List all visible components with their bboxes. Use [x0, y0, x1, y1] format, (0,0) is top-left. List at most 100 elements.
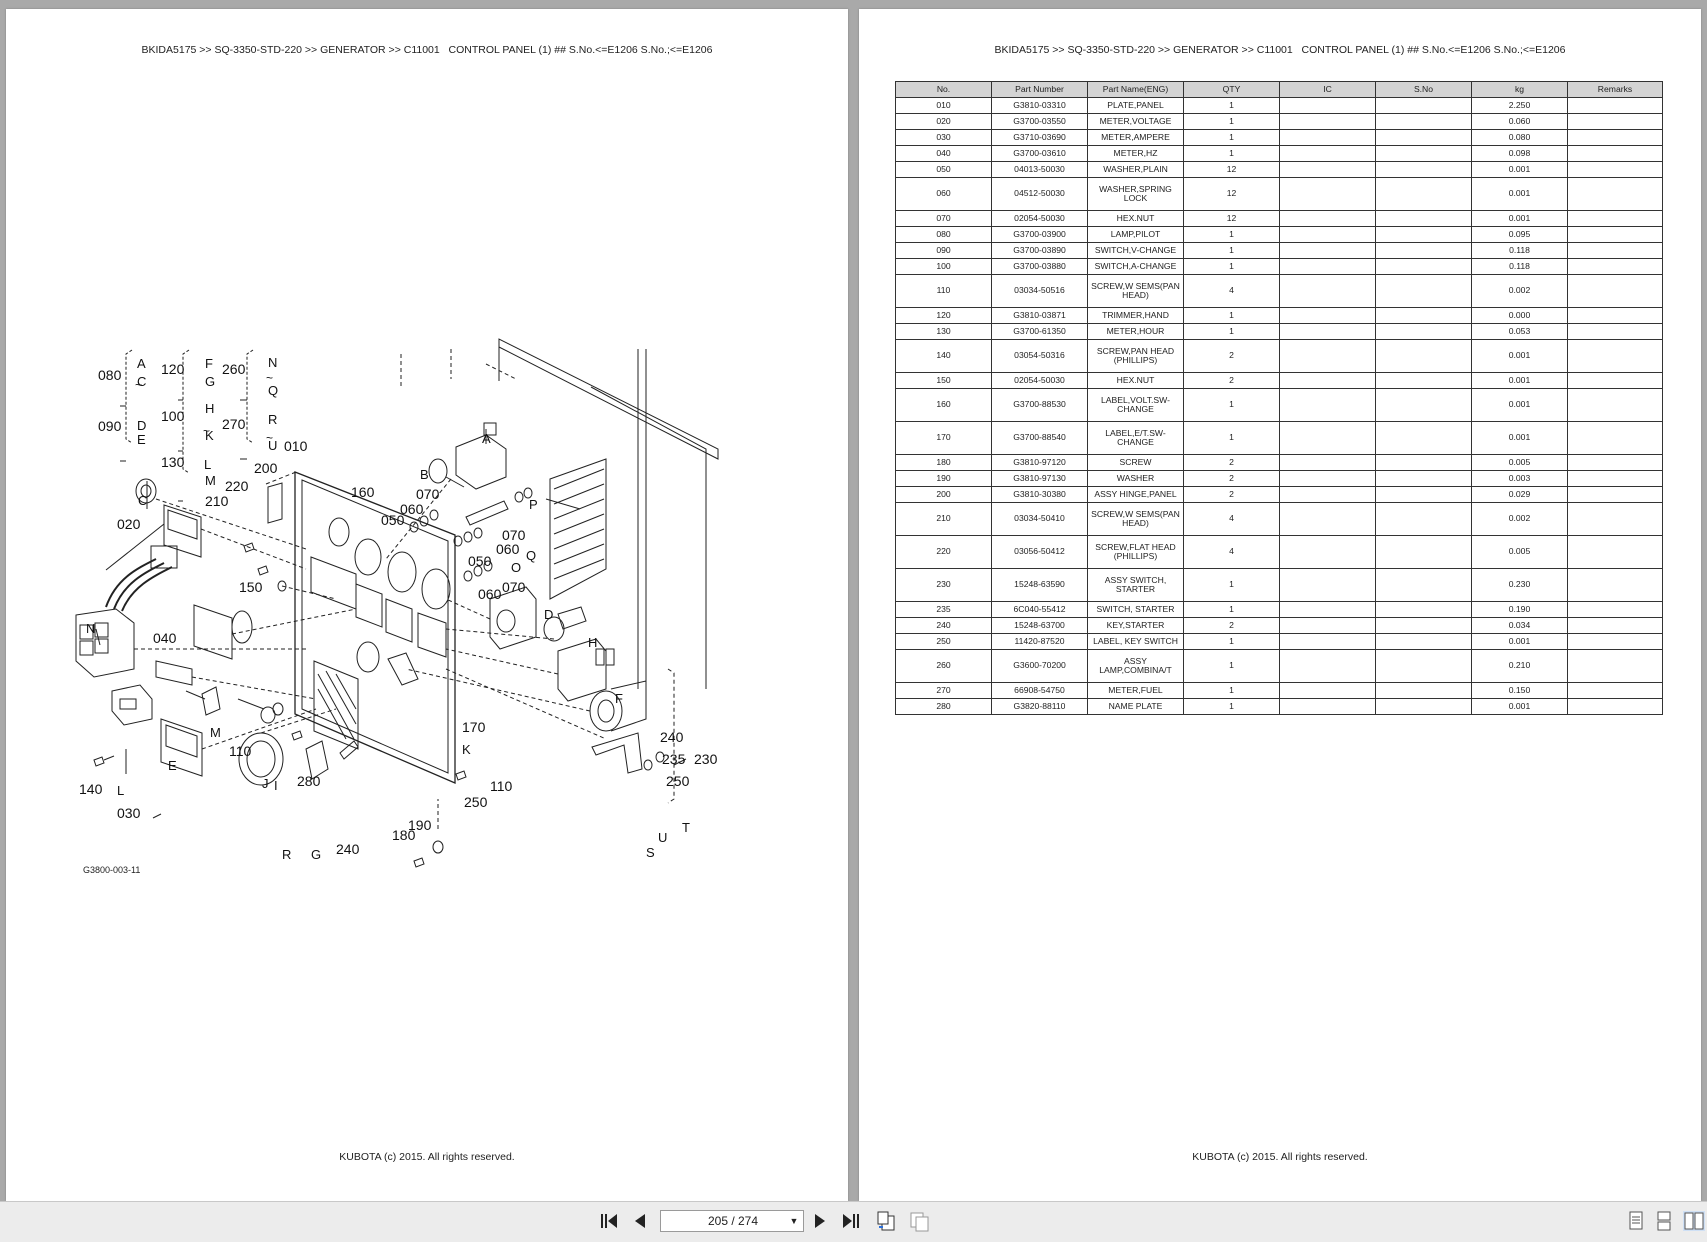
last-page-icon[interactable]: [842, 1212, 860, 1230]
next-page-icon[interactable]: [814, 1212, 828, 1230]
sno-cell: [1375, 226, 1472, 243]
qty-cell: 1: [1183, 601, 1280, 618]
callout-letter: K: [462, 742, 471, 757]
kg-cell: 0.029: [1471, 486, 1568, 503]
sno-cell: [1375, 698, 1472, 715]
remarks-cell: [1567, 210, 1663, 227]
qty-cell: 1: [1183, 649, 1280, 683]
ic-cell: [1279, 698, 1376, 715]
sno-cell: [1375, 633, 1472, 650]
remarks-cell: [1567, 617, 1663, 634]
two-page-view-icon[interactable]: [1683, 1211, 1705, 1231]
part-name-cell: TRIMMER,HAND: [1087, 307, 1184, 324]
callout-number: 235: [662, 751, 686, 767]
sno-cell: [1375, 210, 1472, 227]
ic-cell: [1279, 113, 1376, 130]
figure-code: G3800-003-11: [83, 865, 141, 875]
sno-cell: [1375, 113, 1472, 130]
remarks-cell: [1567, 682, 1663, 699]
remarks-cell: [1567, 535, 1663, 569]
fit-page-icon[interactable]: [908, 1210, 930, 1232]
part-no-cell: 240: [895, 617, 992, 634]
ic-cell: [1279, 161, 1376, 178]
callout-number: 070: [416, 486, 440, 502]
part-name-cell: LABEL,VOLT.SW-CHANGE: [1087, 388, 1184, 422]
ic-cell: [1279, 649, 1376, 683]
part-name-cell: WASHER: [1087, 470, 1184, 487]
range-tilde: ~: [135, 378, 142, 392]
range-tilde: ~: [203, 424, 210, 438]
callout-letter: N: [268, 355, 277, 370]
qty-cell: 1: [1183, 145, 1280, 162]
part-no-cell: 060: [895, 177, 992, 211]
callout-letter: U: [658, 830, 667, 845]
callout-number: 070: [502, 527, 526, 543]
previous-page-icon[interactable]: [632, 1212, 646, 1230]
part-no-cell: 270: [895, 682, 992, 699]
part-no-cell: 090: [895, 242, 992, 259]
part-number-cell: 03034-50516: [991, 274, 1088, 308]
part-number-cell: G3700-03550: [991, 113, 1088, 130]
callout-letter: H: [588, 635, 597, 650]
qty-cell: 2: [1183, 339, 1280, 373]
qty-cell: 1: [1183, 129, 1280, 146]
callout-letter: J: [262, 776, 269, 791]
part-no-cell: 160: [895, 388, 992, 422]
qty-cell: 1: [1183, 242, 1280, 259]
ic-cell: [1279, 502, 1376, 536]
part-name-cell: SWITCH,A-CHANGE: [1087, 258, 1184, 275]
kg-cell: 0.001: [1471, 421, 1568, 455]
single-page-view-icon[interactable]: [1627, 1211, 1645, 1231]
callout-letter: Q: [268, 383, 278, 398]
part-no-cell: 235: [895, 601, 992, 618]
ic-cell: [1279, 454, 1376, 471]
ic-cell: [1279, 258, 1376, 275]
first-page-icon[interactable]: [600, 1212, 618, 1230]
part-name-cell: METER,HOUR: [1087, 323, 1184, 340]
part-no-cell: 030: [895, 129, 992, 146]
part-number-cell: 11420-87520: [991, 633, 1088, 650]
remarks-cell: [1567, 129, 1663, 146]
callout-number: 200: [254, 460, 278, 476]
qty-cell: 1: [1183, 97, 1280, 114]
part-name-cell: METER,HZ: [1087, 145, 1184, 162]
part-name-cell: SCREW,W SEMS(PAN HEAD): [1087, 274, 1184, 308]
column-header: Part Name(ENG): [1087, 81, 1184, 98]
part-number-cell: 03034-50410: [991, 502, 1088, 536]
part-name-cell: NAME PLATE: [1087, 698, 1184, 715]
callout-number: 120: [161, 361, 185, 377]
kg-cell: 0.118: [1471, 242, 1568, 259]
part-no-cell: 050: [895, 161, 992, 178]
chevron-down-icon[interactable]: ▼: [789, 1216, 799, 1226]
part-no-cell: 110: [895, 274, 992, 308]
kg-cell: 0.001: [1471, 210, 1568, 227]
callout-letter: O: [511, 560, 521, 575]
kg-cell: 0.098: [1471, 145, 1568, 162]
page-number-field[interactable]: 205 / 274 ▼: [660, 1210, 804, 1232]
rotate-page-icon[interactable]: [875, 1210, 897, 1232]
callout-letter: D: [544, 607, 553, 622]
qty-cell: 1: [1183, 682, 1280, 699]
part-number-cell: G3810-03871: [991, 307, 1088, 324]
qty-cell: 2: [1183, 617, 1280, 634]
callout-letter: A: [482, 431, 491, 446]
callout-letter: P: [529, 497, 538, 512]
page-number-value[interactable]: 205 / 274: [707, 1214, 759, 1228]
part-name-cell: METER,VOLTAGE: [1087, 113, 1184, 130]
qty-cell: 1: [1183, 568, 1280, 602]
callout-number: 080: [98, 367, 122, 383]
remarks-cell: [1567, 97, 1663, 114]
leader-lines: [95, 399, 687, 819]
qty-cell: 2: [1183, 470, 1280, 487]
callout-letter: L: [117, 783, 124, 798]
continuous-view-icon[interactable]: [1655, 1211, 1673, 1231]
callout-letter: E: [168, 758, 177, 773]
callout-letter: K: [205, 428, 214, 443]
column-header: Part Number: [991, 81, 1088, 98]
